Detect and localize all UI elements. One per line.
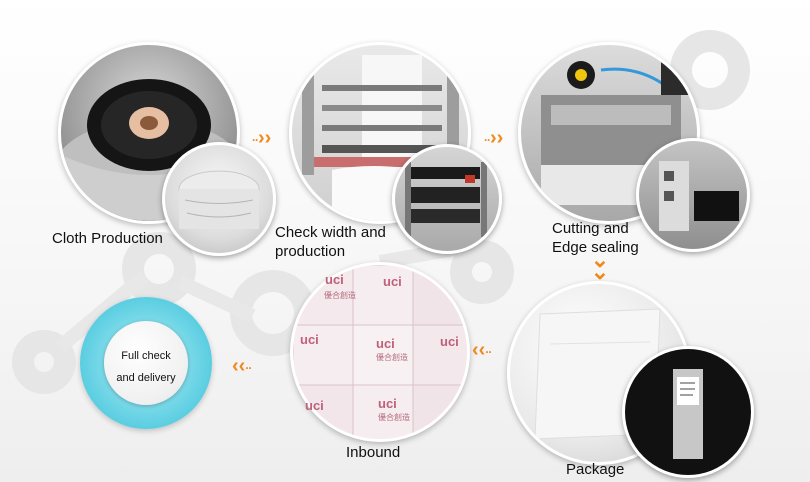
- step-label-line: and delivery: [116, 372, 176, 384]
- left-arrow-icon: ‹‹··: [472, 339, 492, 361]
- box-brand-text: uci: [383, 274, 402, 289]
- box-subtext: 優合創造: [376, 353, 408, 362]
- packed-roll-photo: [162, 142, 276, 256]
- step-label-line: Edge sealing: [552, 239, 639, 256]
- box-brand-text: uci: [378, 396, 397, 411]
- box-brand-text: uci: [440, 334, 459, 349]
- box-brand-text: uci: [325, 272, 344, 287]
- down-arrow-icon: ⌄⌄: [590, 247, 610, 284]
- box-brand-text: uci: [376, 336, 395, 351]
- box-brand-text: uci: [305, 398, 324, 413]
- delivery-disc: [104, 321, 188, 405]
- labeled-package-photo: [622, 346, 754, 478]
- black-roll-machine-photo: [392, 144, 502, 254]
- step-label-line: Cutting and: [552, 220, 629, 237]
- step-label-delivery: Full check and delivery: [104, 345, 188, 389]
- step-label-line: Check width and: [275, 224, 386, 241]
- step-label-cloth-production: Cloth Production: [52, 230, 163, 247]
- right-arrow-icon: ··››: [252, 127, 272, 149]
- step-label-inbound: Inbound: [346, 444, 401, 461]
- step-label-line: production: [275, 243, 346, 260]
- right-arrow-icon: ··››: [484, 127, 504, 149]
- box-subtext: 優合創造: [324, 291, 356, 300]
- box-brand-text: uci: [300, 332, 319, 347]
- left-arrow-icon: ‹‹··: [232, 355, 252, 377]
- box-subtext: 優合創造: [378, 413, 410, 422]
- step-label-check-width: Check width and production: [275, 223, 386, 261]
- step-label-line: Full check: [121, 350, 171, 362]
- step-label-package: Package: [566, 461, 625, 478]
- sealing-unit-photo: [636, 138, 750, 252]
- step-label-cutting: Cutting and Edge sealing: [552, 219, 639, 257]
